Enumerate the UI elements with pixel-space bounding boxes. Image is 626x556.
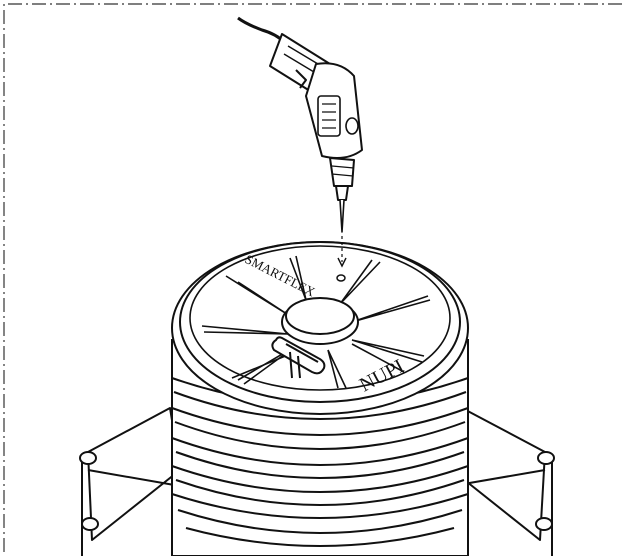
drill-target-hole xyxy=(336,274,346,282)
manhole-lid xyxy=(171,241,469,415)
dash-dot-frame xyxy=(3,3,626,552)
drill-bit xyxy=(339,199,345,233)
power-drill xyxy=(237,16,363,233)
drill-cable xyxy=(237,16,286,44)
lift-handle xyxy=(271,336,326,379)
drill-direction-arrow xyxy=(337,236,347,268)
base-chamber xyxy=(79,407,555,556)
